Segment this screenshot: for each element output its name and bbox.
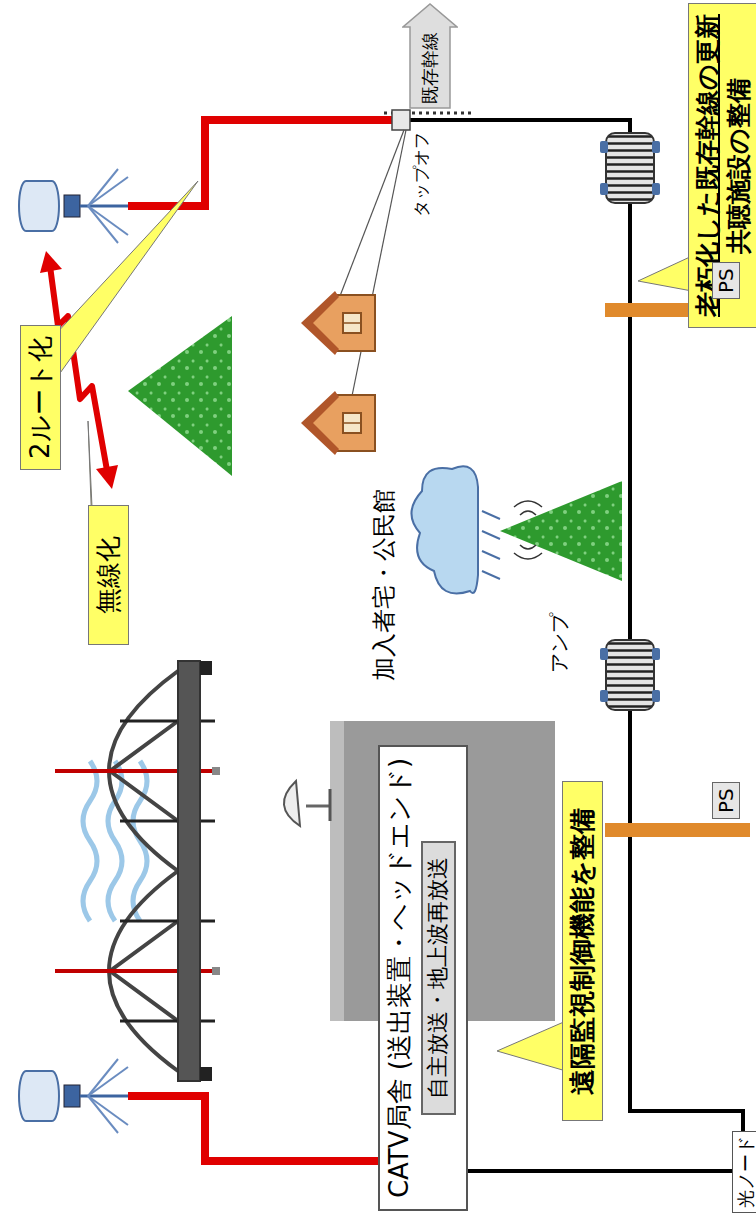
place-label: 加入者宅・公民館 — [368, 489, 400, 681]
node-text: 2ルート化 — [24, 336, 57, 459]
node-text: 既存幹線 — [402, 27, 458, 109]
ps-box: PS — [712, 262, 740, 299]
trunk-line — [468, 1169, 732, 1173]
callout-box: 遠隔監視制御機能を整備 — [562, 781, 603, 1121]
optical-node-box: 光ノード — [732, 1131, 756, 1213]
callout-box: 2ルート化 — [20, 325, 61, 470]
part-label: アンプ — [546, 613, 573, 673]
program-box: 自主放送・地上波再放送 — [421, 841, 455, 1115]
node-text: 光ノード — [734, 1136, 756, 1208]
part-label: タップオフ — [410, 132, 433, 217]
node-text: 無線化 — [92, 516, 125, 634]
node-text: 自主放送・地上波再放送 — [425, 857, 451, 1099]
node-text: CATV局舎 (送出装置・ヘッドエンド) — [384, 757, 415, 1199]
station-box: CATV局舎 (送出装置・ヘッドエンド) 自主放送・地上波再放送 — [378, 745, 468, 1211]
ps-box: PS — [712, 782, 740, 819]
node-text: 遠隔監視制御機能を整備 — [566, 792, 599, 1110]
trunk-arrow: 既存幹線 — [402, 3, 458, 109]
callout-box: 無線化 — [88, 505, 129, 645]
node-text: PS — [714, 788, 738, 813]
node-text: PS — [714, 268, 738, 293]
